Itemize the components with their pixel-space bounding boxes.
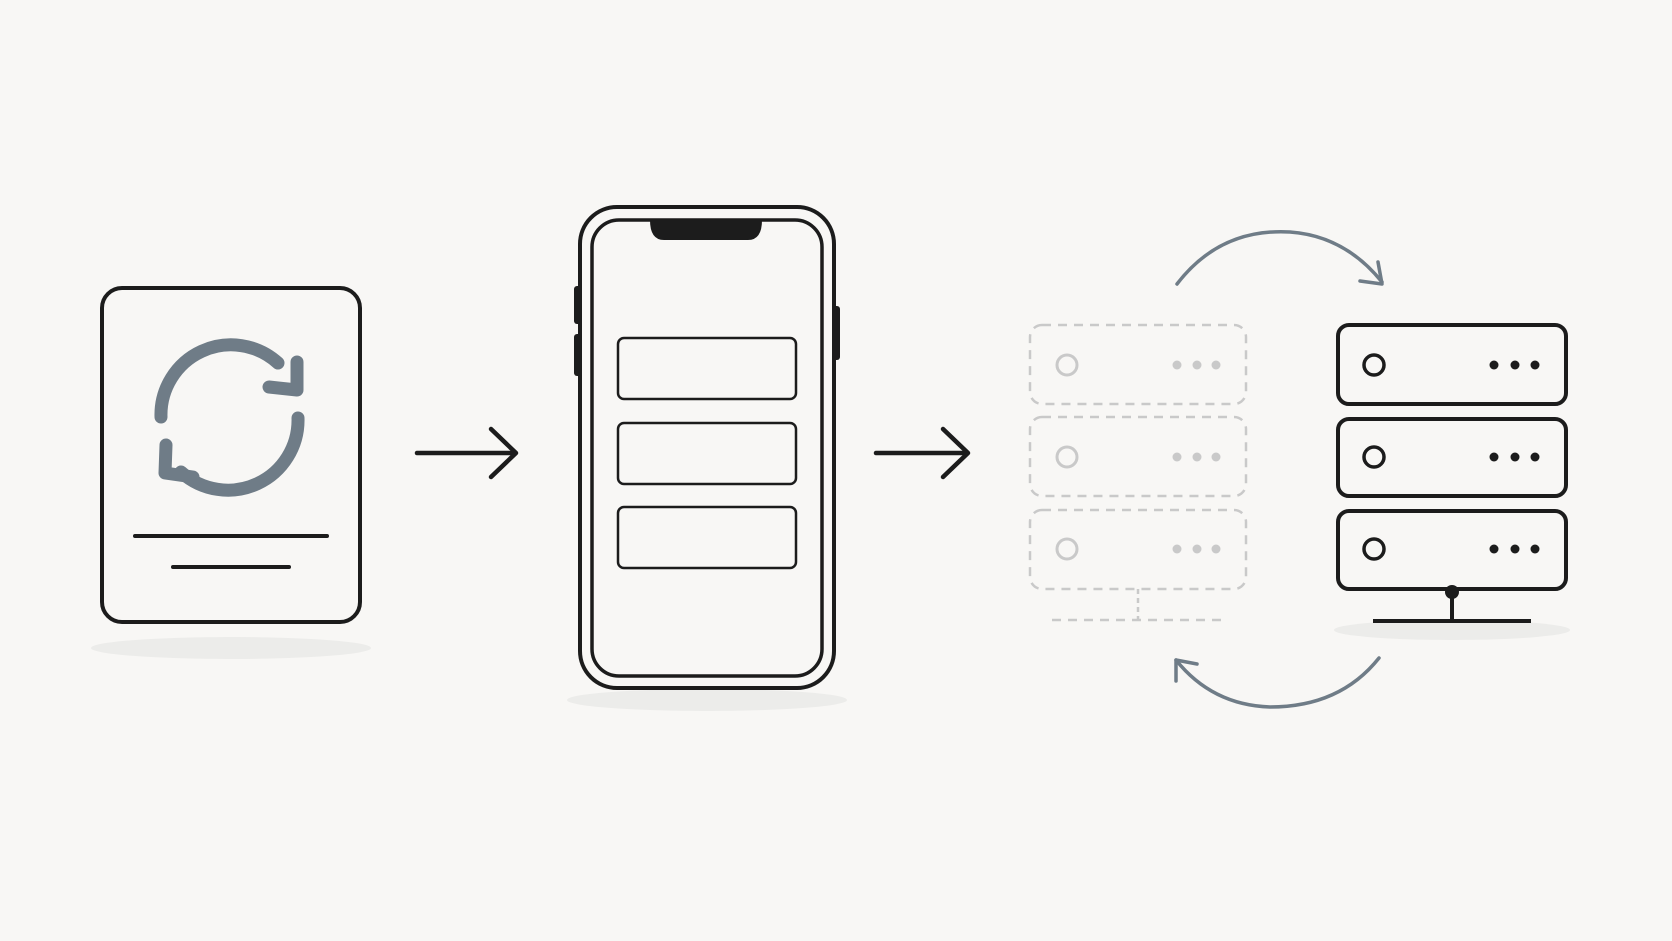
power-led-icon (1362, 353, 1386, 377)
new-server-unit (1336, 417, 1568, 498)
curved-arrow-icon (1175, 230, 1384, 286)
phone-notch (650, 220, 762, 240)
server-shadow (1334, 620, 1570, 640)
phone-list-item (616, 505, 798, 570)
mobile-app (567, 205, 847, 711)
old-server-unit (1028, 415, 1248, 498)
new-server-stand-joint (1445, 585, 1459, 599)
status-dot (1489, 360, 1499, 370)
status-dot (1489, 452, 1499, 462)
old-server-stand (1052, 589, 1222, 622)
status-dot (1172, 544, 1182, 554)
status-dot (1192, 360, 1202, 370)
document-shadow (91, 637, 371, 659)
phone-side-button-2 (574, 334, 582, 376)
status-dot (1172, 452, 1182, 462)
arrow-right-icon (873, 426, 971, 480)
new-server-unit (1336, 323, 1568, 406)
phone-side-button-1 (574, 286, 582, 324)
phone-list (616, 336, 798, 570)
phone-body-inner (590, 218, 824, 678)
arrow-right-icon (414, 426, 519, 480)
smartphone-icon (574, 205, 840, 690)
new-server (1334, 323, 1570, 640)
status-dot (1530, 452, 1540, 462)
new-server-dots (1489, 360, 1540, 554)
status-dot (1192, 544, 1202, 554)
power-led-icon (1362, 537, 1386, 561)
status-dot (1530, 544, 1540, 554)
old-server-dots (1172, 360, 1221, 554)
phone-shadow (567, 689, 847, 711)
old-server-unit (1028, 508, 1248, 591)
document-card (100, 286, 362, 624)
old-server (1028, 323, 1248, 622)
status-dot (1192, 452, 1202, 462)
old-server-unit (1028, 323, 1248, 406)
phone-list-item (616, 336, 798, 401)
phone-power-button (832, 306, 840, 360)
update-document (91, 286, 371, 659)
document-sync-icon (154, 338, 305, 497)
status-dot (1510, 452, 1520, 462)
phone-body-outer (578, 205, 836, 690)
status-dot (1211, 360, 1221, 370)
old-server-indicators (1055, 353, 1079, 561)
power-led-icon (1055, 353, 1079, 377)
power-led-icon (1362, 445, 1386, 469)
server-stack-icon (1028, 323, 1248, 591)
status-dot (1172, 360, 1182, 370)
phone-list-item (616, 421, 798, 486)
new-server-indicators (1362, 353, 1386, 561)
status-dot (1489, 544, 1499, 554)
status-dot (1530, 360, 1540, 370)
status-dot (1510, 544, 1520, 554)
power-led-icon (1055, 445, 1079, 469)
status-dot (1211, 452, 1221, 462)
curved-arrow-icon (1174, 656, 1381, 709)
power-led-icon (1055, 537, 1079, 561)
status-dot (1510, 360, 1520, 370)
status-dot (1211, 544, 1221, 554)
